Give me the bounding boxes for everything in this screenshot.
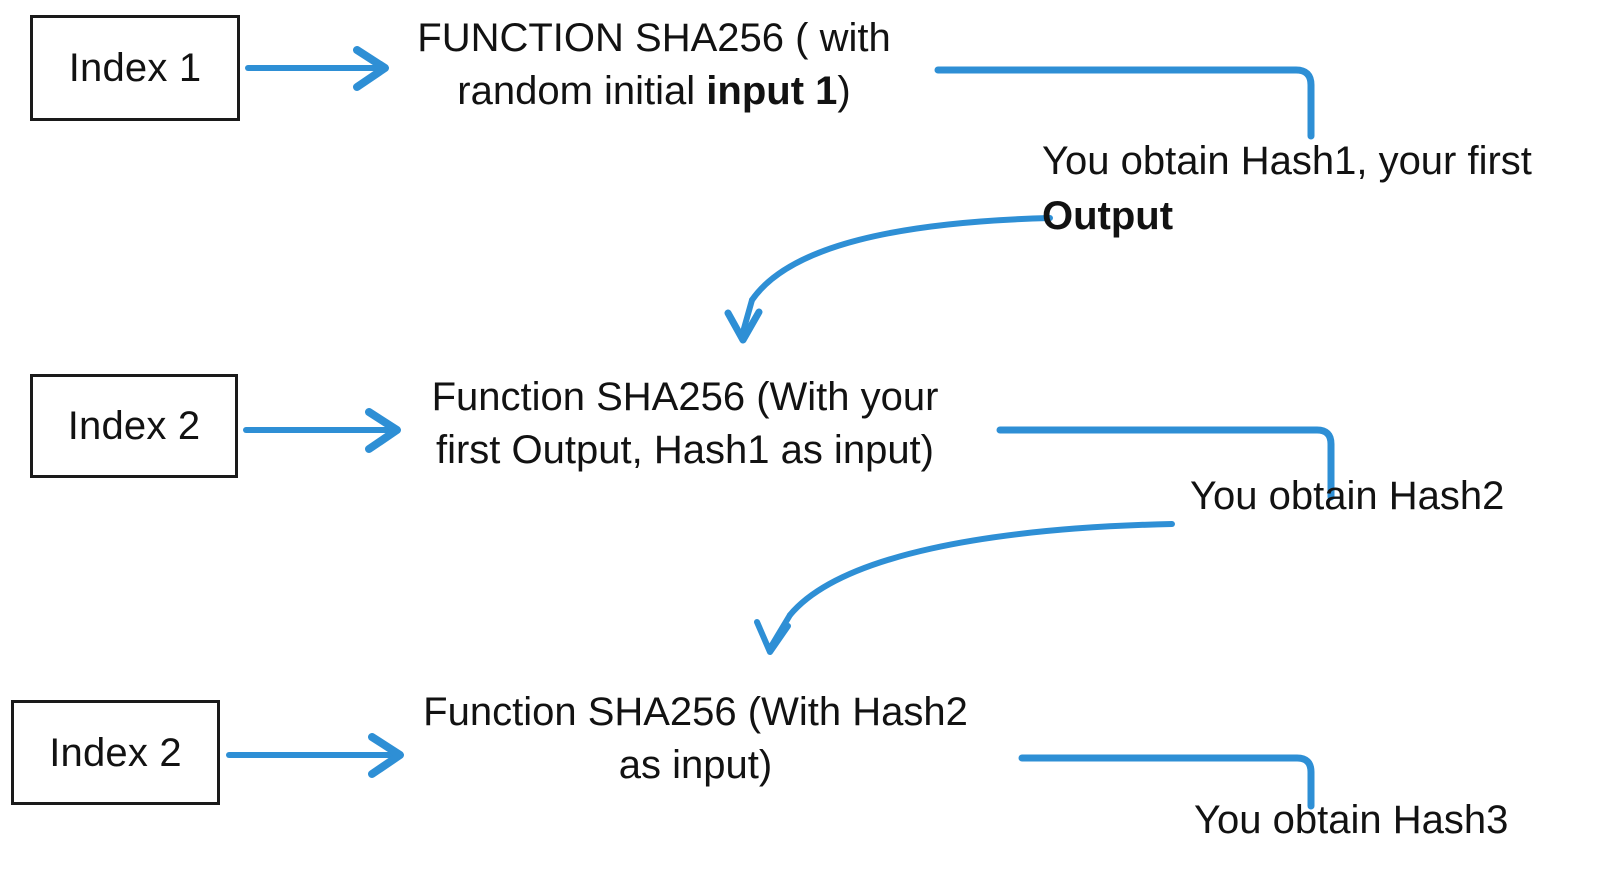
- right-arrow-icon-2: [243, 408, 401, 453]
- index-box-2[interactable]: Index 2: [30, 374, 238, 478]
- curved-down-arrow-icon-1: [724, 215, 1053, 344]
- right-arrow-icon-3: [226, 733, 404, 778]
- right-arrow-icon-1: [245, 46, 389, 91]
- curved-down-arrow-icon-2: [754, 521, 1175, 655]
- index-box-1-label: Index 1: [68, 46, 202, 90]
- output-text-1-main: You obtain Hash1, your first: [1042, 139, 1532, 183]
- function-text-1-emphasis: input 1: [706, 69, 838, 113]
- function-text-2: Function SHA256 (With your first Output,…: [431, 375, 939, 472]
- function-text-1-main: FUNCTION SHA256 ( with random initial: [417, 16, 891, 113]
- output-text-1: You obtain Hash1, your first Output: [1042, 134, 1600, 244]
- output-text-3: You obtain Hash3: [1194, 798, 1509, 842]
- function-text-1-tail: ): [837, 69, 851, 113]
- index-box-1[interactable]: Index 1: [30, 15, 240, 121]
- index-box-3-label: Index 2: [49, 730, 182, 775]
- index-box-2-label: Index 2: [67, 404, 201, 448]
- elbow-connector-icon-1: [934, 66, 1315, 140]
- output-text-2: You obtain Hash2: [1190, 474, 1505, 518]
- function-text-1: FUNCTION SHA256 ( with random initial in…: [404, 12, 904, 118]
- index-box-3[interactable]: Index 2: [11, 700, 220, 805]
- output-text-1-emphasis: Output: [1042, 194, 1174, 238]
- function-text-3: Function SHA256 (With Hash2 as input): [423, 690, 968, 787]
